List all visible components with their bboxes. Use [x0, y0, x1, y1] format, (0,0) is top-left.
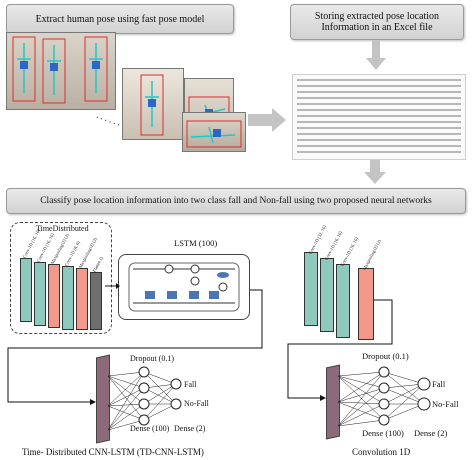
extract-pose-banner: Extract human pose using fast pose model — [6, 4, 234, 34]
conv1d-title: Convolution 1D — [352, 447, 411, 457]
td-layer-conv-2 — [34, 262, 46, 326]
td-fall-label: Fall — [184, 380, 197, 389]
lstm-label: LSTM (100) — [174, 238, 218, 248]
pose-photo-1-skeletons — [12, 36, 108, 104]
conv-dense-network — [338, 366, 431, 427]
storing-pose-banner: Storing extracted pose location Informat… — [290, 4, 464, 40]
pose-photo-4-skeleton — [186, 120, 242, 148]
td-layer-flatten — [90, 272, 102, 330]
arrow-to-excel — [248, 108, 286, 132]
conv-dense-out-label: Dense (2) — [414, 428, 448, 438]
extract-pose-text: Extract human pose using fast pose model — [35, 13, 205, 25]
td-nonfall-label: No-Fall — [184, 399, 209, 408]
td-layer-conv-3 — [62, 266, 74, 330]
excel-sheet-rows — [297, 79, 461, 153]
td-dense-hidden-label: Dense (100) — [130, 424, 170, 433]
conv-layer-pool — [358, 268, 374, 340]
td-layer-conv-1 — [20, 258, 32, 322]
excel-sheet — [292, 74, 466, 160]
arrow-storing-down — [366, 40, 386, 70]
conv-dropout-label: Dropout (0.1) — [362, 351, 409, 361]
conv-layer-2 — [320, 258, 334, 332]
td-layer-pool-1 — [48, 264, 60, 328]
pose-photo-1 — [6, 32, 116, 110]
lstm-cell-diagram — [128, 262, 240, 312]
timedistributed-label: TimeDistributed — [36, 224, 89, 233]
pose-photo-4 — [182, 112, 246, 152]
conv-dense-hidden-label: Dense (100) — [362, 428, 404, 438]
classify-text: Classify pose location information into … — [40, 195, 432, 206]
td-dense-out-label: Dense (2) — [174, 424, 206, 433]
conv-fall-label: Fall — [432, 379, 446, 389]
storing-pose-text: Storing extracted pose location Informat… — [314, 11, 440, 33]
td-layer-pool-2 — [76, 268, 88, 330]
timedistributed-box — [10, 222, 112, 334]
lstm-cell — [118, 254, 250, 320]
td-cnn-lstm-title: Time- Distributed CNN-LSTM (TD-CNN-LSTM) — [22, 447, 204, 457]
td-dense-network — [108, 366, 182, 431]
classify-banner: Classify pose location information into … — [6, 188, 466, 214]
conv-layer-3 — [336, 264, 350, 338]
conv-nonfall-label: No-Fall — [432, 399, 459, 409]
pose-photo-2-skeleton — [140, 74, 164, 136]
td-dropout-label: Dropout (0.1) — [130, 354, 174, 363]
conv-layer-1 — [304, 252, 318, 326]
pose-photo-2 — [122, 68, 184, 140]
arrow-to-classify — [364, 156, 386, 184]
